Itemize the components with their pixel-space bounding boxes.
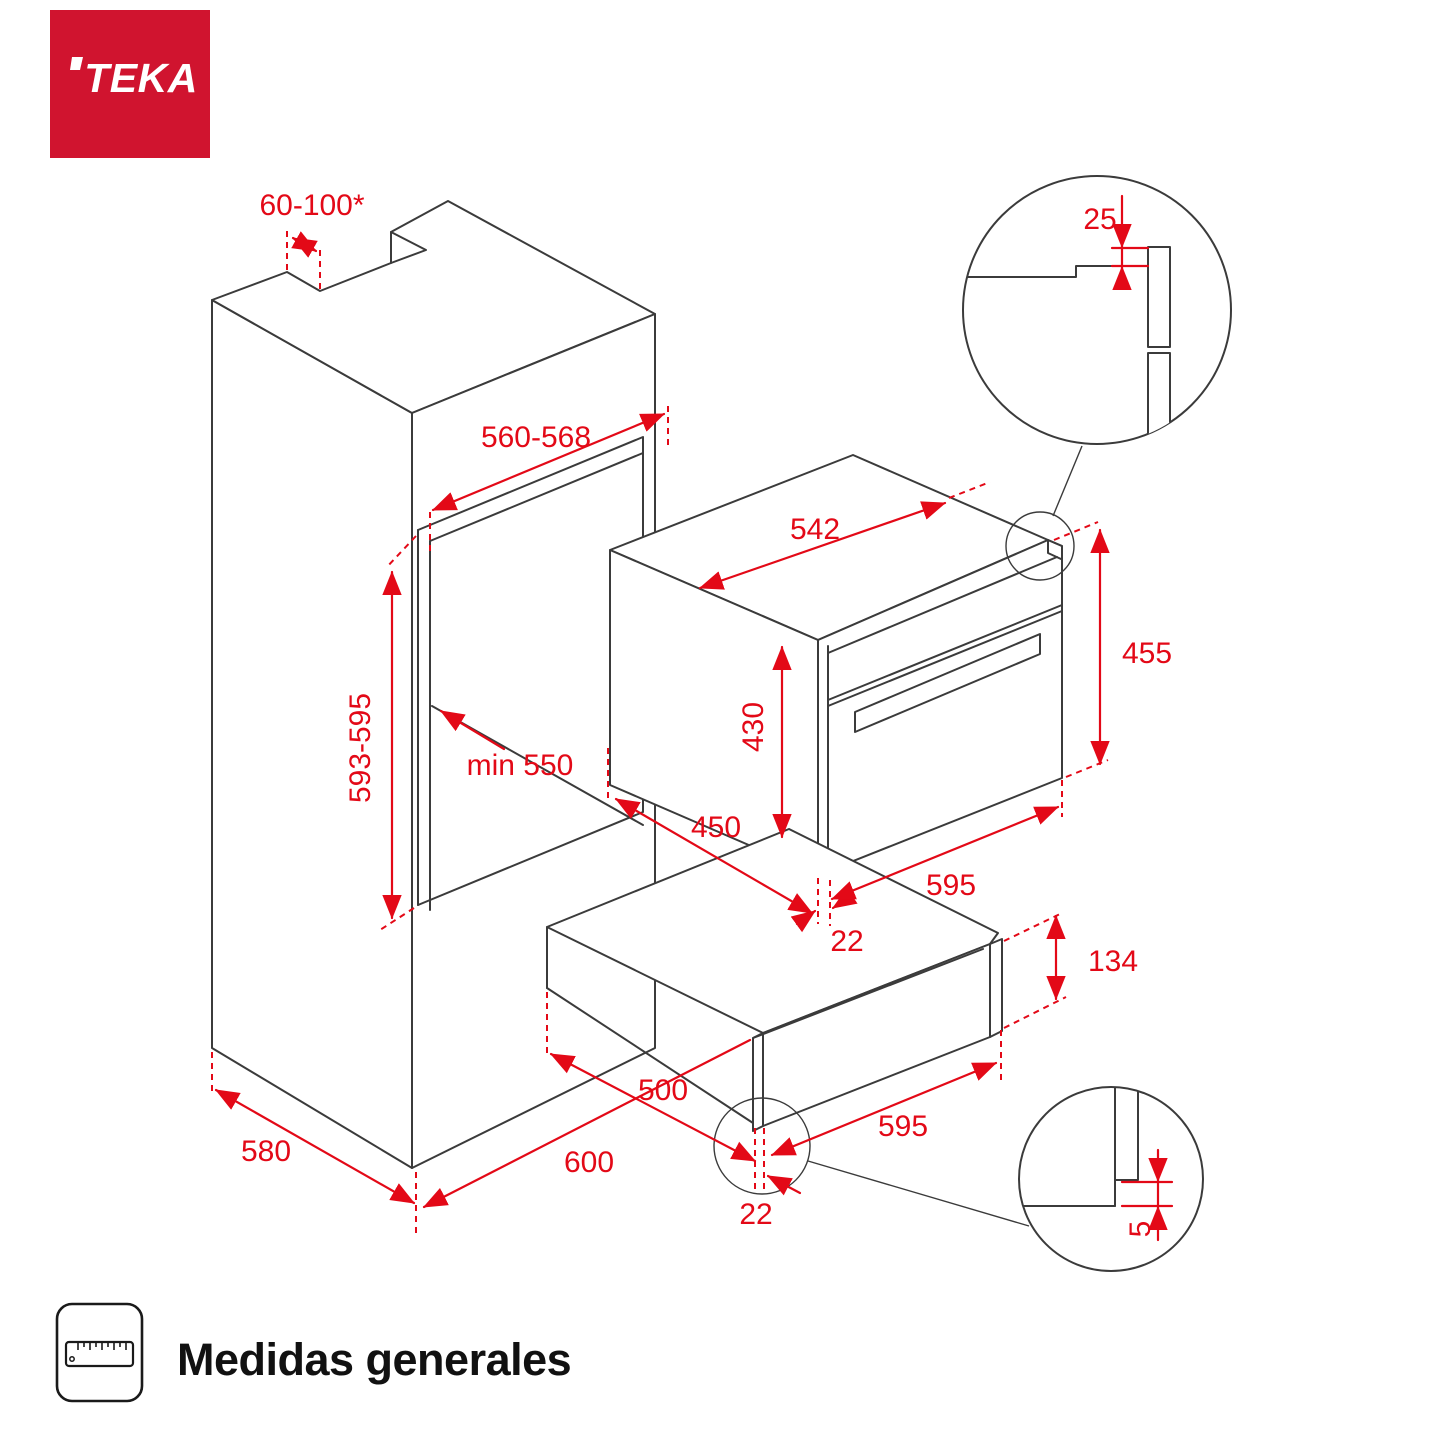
detail-circle-bottom-right: 5 [1018,1086,1204,1272]
dim-label-lower-recess-depth: 450 [691,811,741,844]
dim-drawer-front-width: 595 [770,1030,1002,1157]
dim-drawer-front-gap: 22 [739,1128,802,1231]
dim-label-cabinet-width: 600 [564,1146,614,1179]
cabinet-drawing [211,200,656,1169]
dim-label-drawer-front-gap: 22 [739,1198,772,1231]
dim-oven-front-width: 595 [830,780,1063,902]
dim-drawer-depth: 500 [546,992,757,1163]
logo-background [50,10,210,158]
dim-label-cabinet-depth: 580 [241,1135,291,1168]
dim-niche-width: 560-568 [429,406,669,554]
dim-niche-height: 593-595 [344,535,417,931]
dim-lower-recess-depth: 450 [607,748,814,915]
dim-oven-front-gap: 22 [790,878,864,958]
dim-label-niche-width: 560-568 [481,421,591,454]
dim-label-top-clearance: 60-100* [259,189,364,222]
dim-label-detail-bottom-offset: 5 [1124,1221,1157,1238]
dimension-annotations: 60-100* 560-568 542 min 550 593-595 430 [211,189,1172,1233]
dim-drawer-front-height: 134 [1003,912,1138,1029]
oven-drawing [609,454,1063,880]
ruler-icon [55,1302,144,1403]
dim-label-oven-front-width: 595 [926,869,976,902]
dim-oven-front-height: 455 [1053,521,1172,778]
dim-label-drawer-front-width: 595 [878,1110,928,1143]
dim-cabinet-width: 600 [422,1038,752,1209]
footer: Medidas generales [55,1302,572,1403]
dim-label-min-depth: min 550 [467,749,574,782]
logo-wordmark: TEKA [84,55,198,101]
dim-label-oven-front-gap: 22 [830,925,863,958]
dim-label-drawer-depth: 500 [638,1074,688,1107]
brand-logo: TEKA [50,10,210,158]
logo-tick-mark [70,57,83,70]
dim-label-oven-front-height: 455 [1122,637,1172,670]
dim-top-clearance: 60-100* [259,189,365,289]
dim-label-oven-top-width: 542 [790,513,840,546]
dim-min-depth: min 550 [439,709,574,782]
dim-oven-top-width: 542 [698,481,991,590]
dim-label-drawer-front-height: 134 [1088,945,1138,978]
detail-source-circle-oven-corner [1005,511,1075,581]
dim-label-oven-body-height: 430 [737,702,770,752]
detail-circle-top-right: 25 [962,175,1232,445]
footer-caption: Medidas generales [177,1334,571,1385]
dim-label-detail-top-offset: 25 [1083,203,1116,236]
dim-cabinet-depth: 580 [211,1052,417,1233]
dim-label-niche-height: 593-595 [344,693,377,803]
